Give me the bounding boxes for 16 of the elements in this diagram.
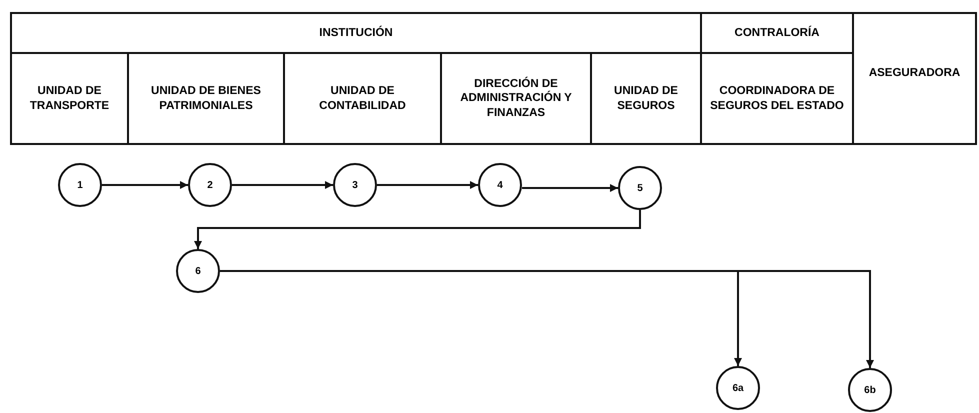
step-circle: 3 [333,163,377,207]
step-circle: 6a [716,366,760,410]
arrow [522,184,618,192]
table-header-cell: UNIDAD DE TRANSPORTE [10,52,129,145]
arrow [194,210,641,249]
arrow [377,181,478,189]
step-circle: 6 [176,249,220,293]
step-circle: 4 [478,163,522,207]
step-circle: 6b [848,368,892,412]
table-header-cell: INSTITUCIÓN [10,12,702,54]
step-circle: 2 [188,163,232,207]
step-circle: 5 [618,166,662,210]
table-header-cell: ASEGURADORA [852,12,977,145]
arrow [232,181,333,189]
arrow [102,181,188,189]
step-circle: 1 [58,163,102,207]
